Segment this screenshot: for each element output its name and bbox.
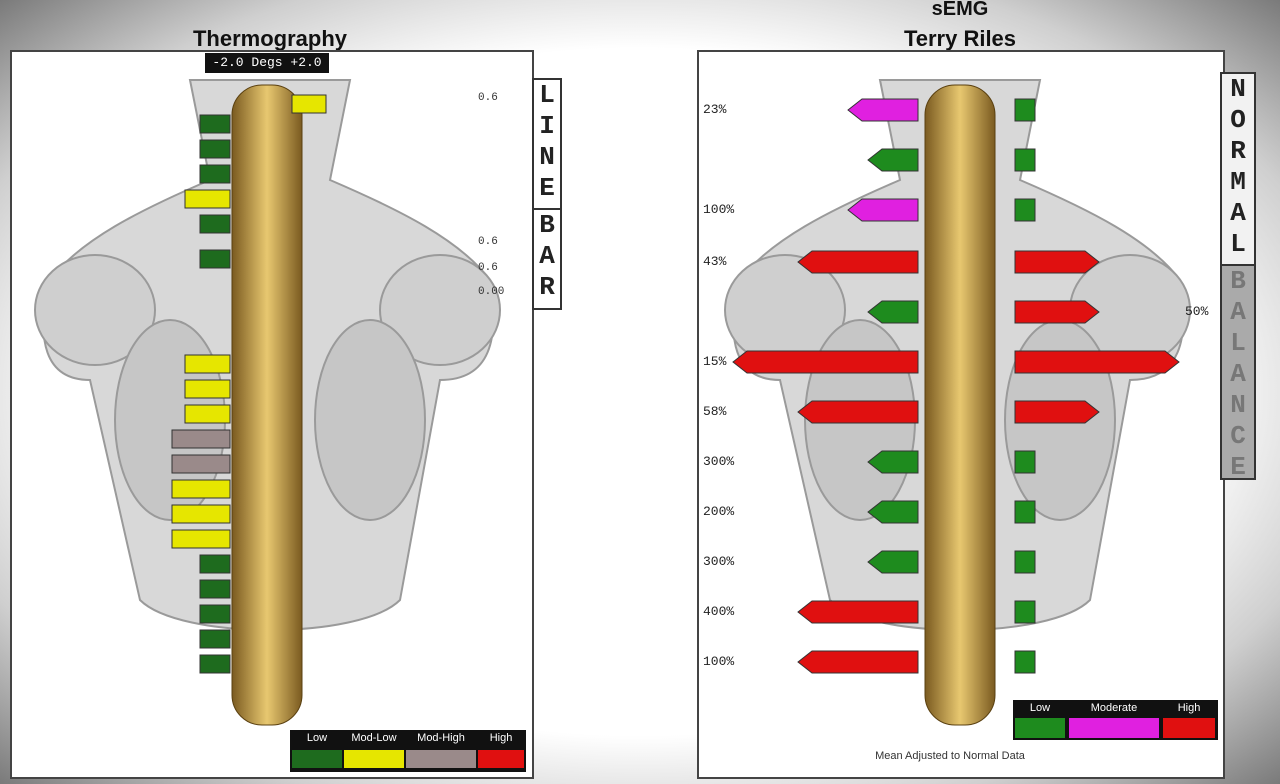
semg-left-bar <box>867 550 919 574</box>
semg-row-percent: 43% <box>703 254 727 269</box>
semg-left-bar <box>797 600 919 624</box>
legend-mod-low-swatch <box>344 750 404 768</box>
thermography-title: Thermography <box>192 26 348 51</box>
thermography-bar <box>184 404 231 424</box>
semg-left-bar <box>732 350 919 374</box>
legend-high-label: High <box>489 732 513 744</box>
footer-notice: Mean Adjusted to Normal Data <box>875 750 1025 762</box>
semg-row-percent: 100% <box>703 654 735 669</box>
semg-row-percent: 300% <box>703 554 735 569</box>
semg-right-bar <box>1014 450 1036 474</box>
legend-mod-high-label: Mod-High <box>417 732 465 744</box>
semg-right-bar <box>1014 550 1036 574</box>
semg-left-bar <box>847 198 919 222</box>
semg-legend-low-swatch <box>1015 718 1065 738</box>
legend-low-swatch <box>292 750 342 768</box>
thermography-bar <box>184 354 231 374</box>
semg-right-bar <box>1014 500 1036 524</box>
thermography-bar <box>171 504 231 524</box>
semg-legend-moderate-label: Moderate <box>1090 702 1138 714</box>
thermography-bar <box>199 654 231 674</box>
thermography-bar <box>199 139 231 159</box>
semg-title: sEMG <box>931 0 989 20</box>
semg-row-percent: 300% <box>703 454 735 469</box>
thermography-bar <box>199 114 231 134</box>
semg-right-bar <box>1014 148 1036 172</box>
semg-right-bar <box>1014 198 1036 222</box>
thermography-bar <box>199 164 231 184</box>
temperature-scale-label: -2.0 Degs +2.0 <box>205 53 329 73</box>
semg-left-bar <box>867 148 919 172</box>
semg-left-bar <box>797 400 919 424</box>
thermography-bar <box>291 94 327 114</box>
semg-side-percent: 50% <box>1185 304 1209 319</box>
semg-left-bar <box>797 250 919 274</box>
semg-left-bar <box>867 450 919 474</box>
semg-right-bar <box>1014 350 1180 374</box>
semg-left-bar <box>847 98 919 122</box>
thermography-bar <box>199 579 231 599</box>
legend-low-label: Low <box>306 732 328 744</box>
semg-left-bar <box>867 500 919 524</box>
semg-row-percent: 23% <box>703 102 727 117</box>
right-spine <box>924 84 996 726</box>
semg-legend: Low Moderate High <box>1013 700 1218 740</box>
thermography-bar <box>171 479 231 499</box>
thermography-bar <box>199 629 231 649</box>
legend-high-swatch <box>478 750 524 768</box>
thermography-bar <box>184 189 231 209</box>
patient-name: Terry Riles <box>903 26 1017 51</box>
thermography-bar <box>199 554 231 574</box>
legend-mod-low-label: Mod-Low <box>351 732 397 744</box>
thermography-reading: 0.6 <box>478 236 498 248</box>
semg-row-percent: 15% <box>703 354 727 369</box>
semg-legend-high-swatch <box>1163 718 1215 738</box>
thermography-legend: Low Mod-Low Mod-High High <box>290 730 526 772</box>
semg-legend-low-label: Low <box>1029 702 1051 714</box>
legend-mod-high-swatch <box>406 750 476 768</box>
thermography-reading: 0.00 <box>478 286 505 298</box>
semg-right-bar <box>1014 300 1100 324</box>
semg-right-bar <box>1014 250 1100 274</box>
semg-right-bar <box>1014 600 1036 624</box>
left-spine <box>231 84 303 726</box>
semg-row-percent: 200% <box>703 504 735 519</box>
thermography-bar <box>171 429 231 449</box>
semg-right-bar <box>1014 400 1100 424</box>
thermography-bar <box>171 454 231 474</box>
thermography-bar <box>199 214 231 234</box>
semg-row-percent: 58% <box>703 404 727 419</box>
thermography-reading: 0.6 <box>478 92 498 104</box>
semg-right-bar <box>1014 650 1036 674</box>
semg-legend-moderate-swatch <box>1069 718 1159 738</box>
semg-left-bar <box>867 300 919 324</box>
thermography-bar <box>184 379 231 399</box>
semg-row-percent: 400% <box>703 604 735 619</box>
thermography-bar <box>199 604 231 624</box>
thermography-bar <box>199 249 231 269</box>
thermography-bar <box>171 529 231 549</box>
semg-left-bar <box>797 650 919 674</box>
semg-right-bar <box>1014 98 1036 122</box>
semg-legend-high-label: High <box>1177 702 1201 714</box>
semg-row-percent: 100% <box>703 202 735 217</box>
thermography-reading: 0.6 <box>478 262 498 274</box>
